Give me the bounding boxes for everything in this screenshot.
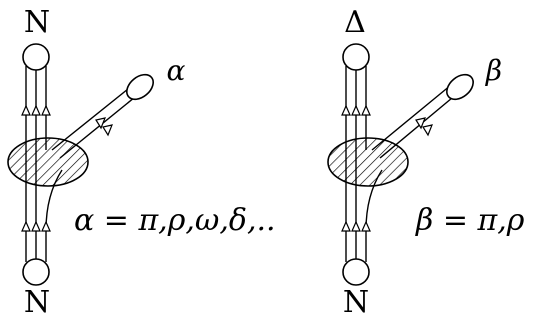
left-bottom-blob <box>22 258 50 286</box>
left-upper-arrows <box>21 105 51 116</box>
left-diagram: N <box>7 5 276 320</box>
left-equation: α = π,ρ,ω,δ,.. <box>74 203 276 238</box>
left-meson-label: α <box>167 54 186 87</box>
right-equation: β = π,ρ <box>415 203 525 238</box>
left-top-blob <box>22 43 50 71</box>
right-diagram: Δ β β = π,ρ <box>327 5 525 320</box>
right-interaction-blob <box>327 137 409 187</box>
right-upper-arrows <box>341 105 371 116</box>
right-top-delta-label: Δ <box>344 5 366 40</box>
left-bottom-nucleon-label: N <box>24 285 50 320</box>
right-top-blob <box>342 43 370 71</box>
left-meson-blob <box>126 73 154 101</box>
right-lower-arrows <box>341 221 371 232</box>
right-bottom-blob <box>342 258 370 286</box>
right-bottom-nucleon-label: N <box>343 285 369 320</box>
right-meson-blob <box>446 73 474 101</box>
left-top-nucleon-label: N <box>24 5 50 40</box>
right-meson-label: β <box>485 54 502 87</box>
right-meson-arrows <box>415 117 433 137</box>
left-lower-arrows <box>21 221 51 232</box>
left-meson-arrows <box>95 117 113 137</box>
left-interaction-blob <box>7 137 89 187</box>
